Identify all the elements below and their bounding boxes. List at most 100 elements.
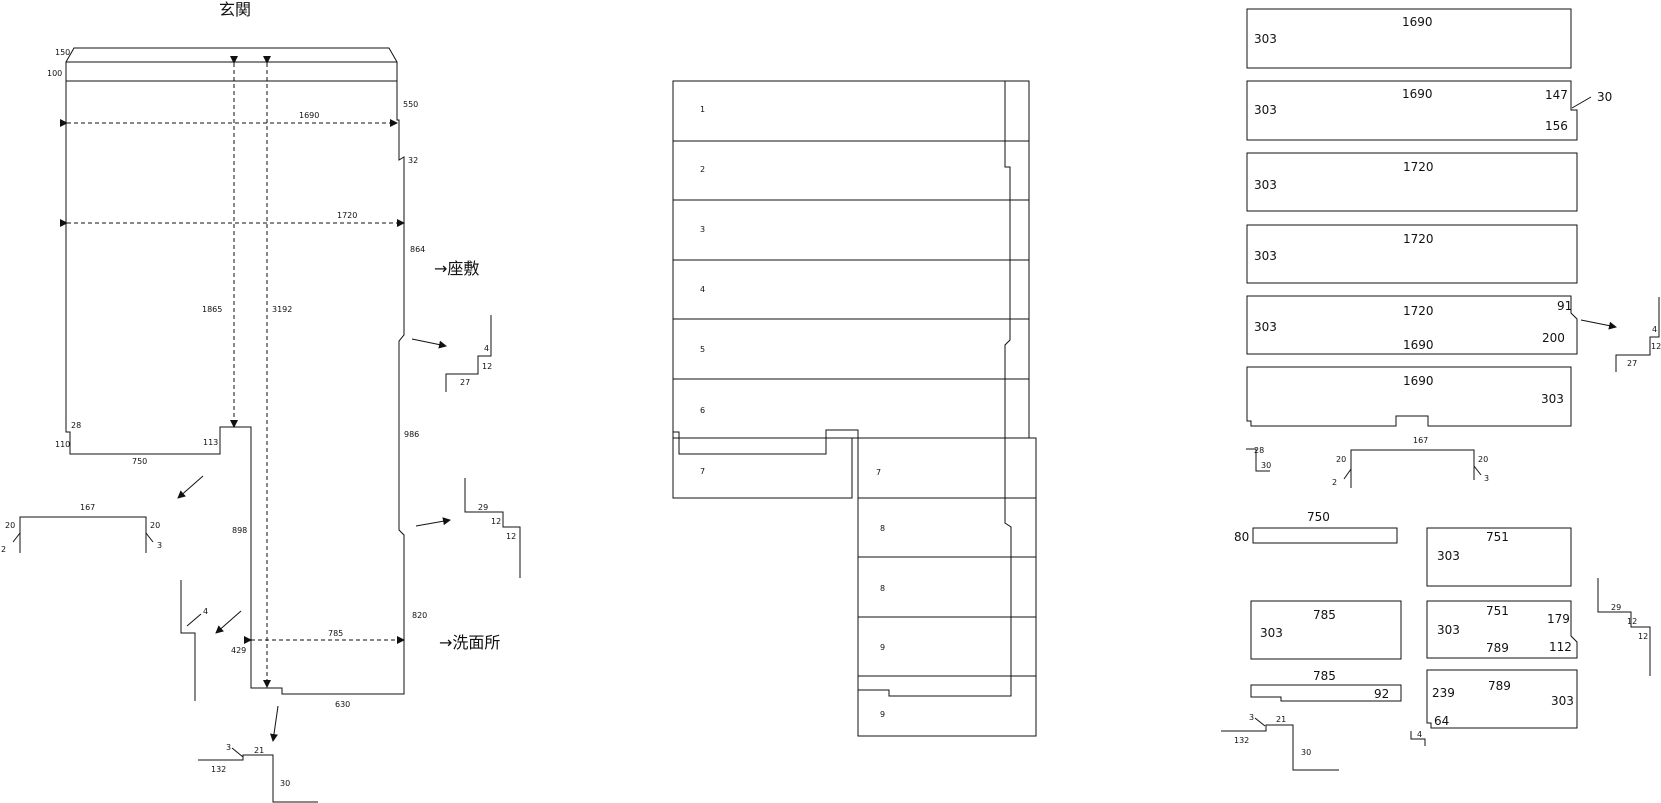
cap-detail-20-right: 20 [150, 521, 160, 530]
cap-detail-tick [1343, 468, 1352, 480]
dim-630: 630 [335, 700, 350, 709]
bottom-step-30: 30 [1301, 748, 1311, 757]
notch-note: 30 [1597, 90, 1612, 104]
step-27: 27 [1627, 359, 1637, 368]
row-label: 7 [700, 467, 705, 476]
step-detail-12: 12 [482, 362, 492, 371]
row-label: 5 [700, 345, 705, 354]
row-label: 3 [700, 225, 705, 234]
board-width: 303 [1437, 549, 1460, 563]
cap-20-left: 20 [1336, 455, 1346, 464]
cap-detail-tick [1473, 465, 1482, 476]
step-4: 4 [1652, 325, 1657, 334]
cut-list: 1690 303 1690 303 147 156 30 1720 303 17… [1221, 8, 1661, 771]
board-length: 789 [1488, 679, 1511, 693]
entrance-outline [65, 47, 405, 695]
cap-detail-167: 167 [80, 503, 95, 512]
notch-bottom: 156 [1545, 119, 1568, 133]
board-width: 303 [1254, 103, 1277, 117]
detail-arrow [411, 338, 447, 349]
step-detail-top [1615, 297, 1660, 372]
cut-board [1246, 80, 1578, 141]
small-notch-detail [1410, 731, 1426, 746]
bottom-step-tick [231, 747, 244, 758]
cut-board [1246, 152, 1578, 212]
entrance-label: 玄関 [219, 0, 251, 19]
notch-30: 30 [1261, 461, 1271, 470]
bottom-step-21: 21 [254, 746, 264, 755]
cut-board [1250, 600, 1402, 660]
row-label: 9 [880, 643, 885, 652]
entrance-plan: 玄関 150 100 550 1690 32 1720 864 1865 319… [1, 0, 521, 803]
step-detail-mid [464, 478, 521, 578]
step-detail-12b: 12 [506, 532, 516, 541]
board-length: 1690 [1402, 87, 1433, 101]
board-length: 1690 [1402, 15, 1433, 29]
to-zashiki-label: →座敷 [434, 259, 479, 278]
detail-arrow [1580, 319, 1617, 330]
board-layout: 1 2 3 4 5 6 7 7 8 8 9 9 [672, 80, 1037, 737]
board-width: 303 [1254, 249, 1277, 263]
board-length: 785 [1313, 608, 1336, 622]
notch-top: 179 [1547, 612, 1570, 626]
cap-detail-3: 3 [157, 541, 162, 550]
bottom-step-3: 3 [1249, 713, 1254, 722]
step-detail-29: 29 [478, 503, 488, 512]
bottom-step-21: 21 [1276, 715, 1286, 724]
board-length: 751 [1486, 604, 1509, 618]
step-detail-27: 27 [460, 378, 470, 387]
note-tick [1571, 96, 1592, 109]
cap-detail [1350, 449, 1475, 488]
cap-detail-20-left: 20 [5, 521, 15, 530]
dim-3192: 3192 [272, 305, 292, 314]
board-row [672, 80, 1030, 142]
row-label: 8 [880, 524, 885, 533]
board-row [857, 437, 1037, 499]
strip-750-label: 750 [1307, 510, 1330, 524]
bottom-step-132: 132 [211, 765, 226, 774]
board-width: 303 [1254, 32, 1277, 46]
dim-750: 750 [132, 457, 147, 466]
small-notch-4: 4 [1417, 730, 1422, 739]
board-row [672, 199, 1030, 261]
cut-board [1246, 366, 1572, 427]
detail-arrow [415, 517, 451, 527]
strip-785-label: 785 [1313, 669, 1336, 683]
board-width: 303 [1437, 623, 1460, 637]
strip-785 [1250, 684, 1402, 702]
detail-arrow [270, 705, 279, 742]
dim-785: 785 [328, 629, 343, 638]
dim-820: 820 [412, 611, 427, 620]
bottom-step-detail [198, 754, 318, 803]
dim-429: 429 [231, 646, 246, 655]
board-row [672, 437, 853, 499]
board-row [672, 140, 1030, 201]
cap-detail-tick [145, 532, 154, 543]
dim-150: 150 [55, 48, 70, 57]
board-length: 751 [1486, 530, 1509, 544]
cap-3: 3 [1484, 474, 1489, 483]
cut-board [1426, 669, 1578, 729]
row-label: 1 [700, 105, 705, 114]
board-length: 1720 [1403, 304, 1434, 318]
board-length: 1720 [1403, 232, 1434, 246]
dim-550: 550 [403, 100, 418, 109]
cut-board [1246, 224, 1578, 284]
notch-top: 147 [1545, 88, 1568, 102]
row-label: 7 [876, 468, 881, 477]
row-label: 6 [700, 406, 705, 415]
board-row [672, 378, 1030, 439]
step-detail-4: 4 [484, 344, 489, 353]
notch-bottom: 64 [1434, 714, 1449, 728]
notch-28-30-detail [1246, 448, 1270, 472]
notch-detail [180, 580, 196, 701]
dim-1720: 1720 [337, 211, 357, 220]
board-width: 303 [1541, 392, 1564, 406]
dim-986: 986 [404, 430, 419, 439]
row-label: 2 [700, 165, 705, 174]
dim-110: 110 [55, 440, 70, 449]
dim-898: 898 [232, 526, 247, 535]
step-detail-top [445, 315, 492, 392]
dim-100: 100 [47, 69, 62, 78]
board-width-right: 303 [1551, 694, 1574, 708]
